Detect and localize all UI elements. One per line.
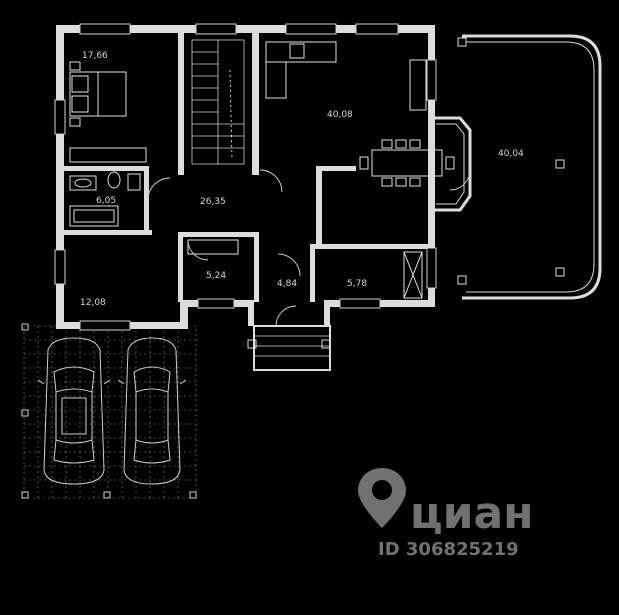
bathroom-fixtures	[69, 147, 147, 227]
watermark: циан ID 306825219	[358, 468, 534, 560]
pin-logo-icon	[358, 468, 406, 528]
room-area-small-room-a: 5,24	[206, 271, 226, 281]
doors	[147, 169, 471, 327]
room-area-vestibule: 4,84	[277, 279, 297, 289]
room-area-small-room-b: 5,78	[347, 279, 367, 289]
room-area-terrace: 40,04	[498, 149, 524, 159]
terrace-outline	[457, 34, 602, 300]
dining-table-icon	[359, 139, 455, 187]
room-area-hall: 26,35	[200, 197, 226, 207]
car-icon	[117, 337, 187, 485]
room-area-bedroom: 17,66	[82, 51, 108, 61]
bed-icon	[69, 61, 127, 127]
closet	[187, 239, 423, 299]
car-icon	[37, 337, 111, 485]
watermark-listing-id: ID 306825219	[378, 539, 519, 560]
room-area-room-sw: 12,08	[80, 298, 106, 308]
entrance-porch	[247, 325, 331, 371]
room-area-living: 40,08	[327, 110, 353, 120]
exterior-walls	[56, 25, 435, 329]
kitchen-counter	[265, 41, 427, 111]
windows	[54, 23, 437, 331]
carport-posts	[21, 323, 197, 499]
interior-walls	[64, 25, 428, 302]
watermark-brand: циан	[410, 488, 534, 539]
room-area-bathroom: 6,05	[96, 196, 116, 206]
staircase	[191, 39, 245, 165]
carport-grid	[23, 325, 197, 499]
bay-window	[432, 116, 472, 212]
